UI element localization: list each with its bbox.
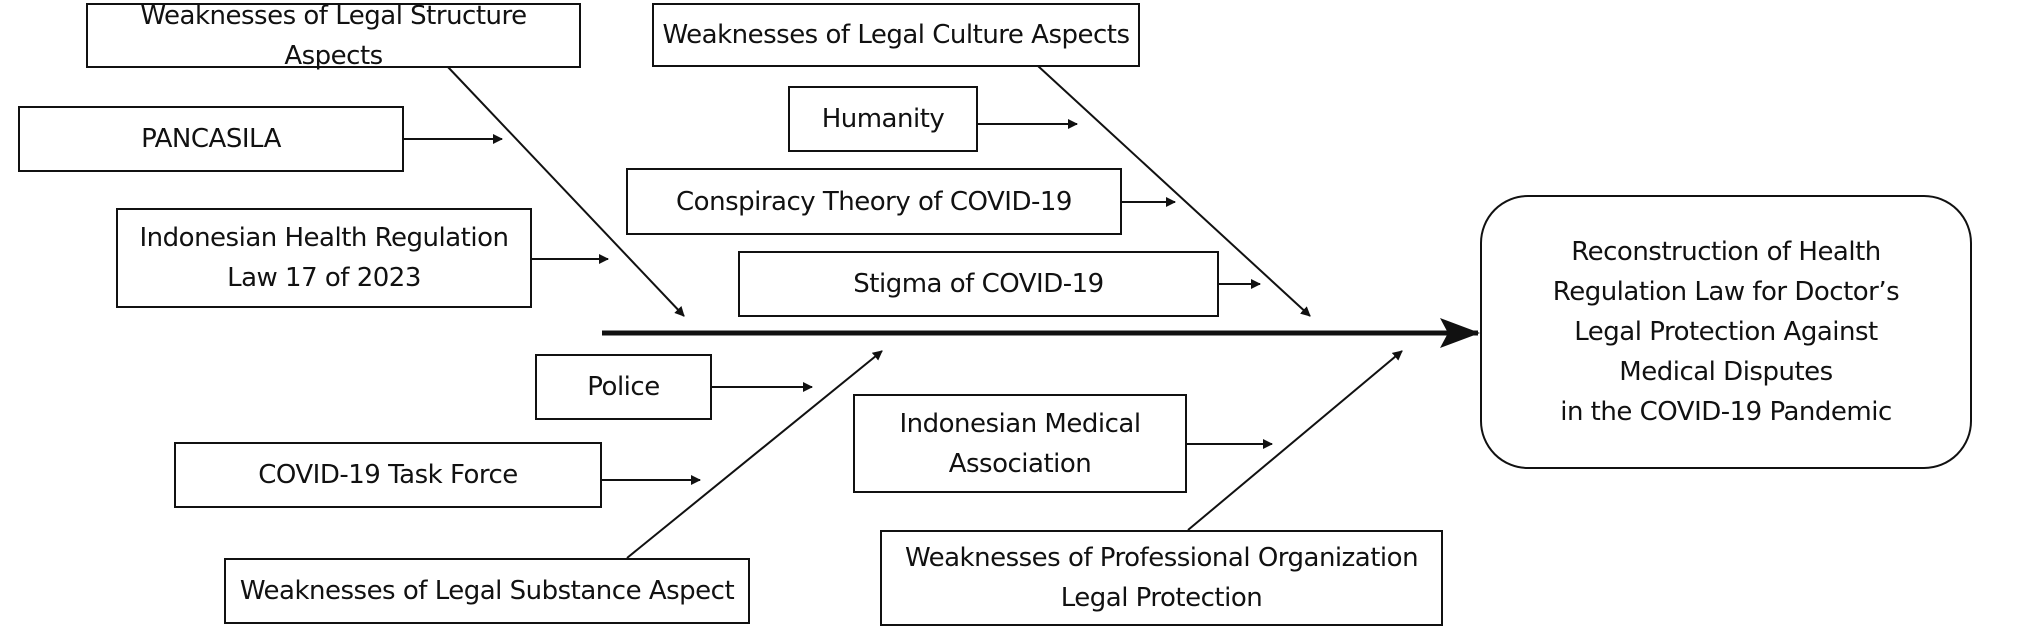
cause-ima-label: Indonesian Medical Association — [899, 408, 1141, 479]
cause-stigma: Stigma of COVID-19 — [738, 251, 1219, 317]
effect-box: Reconstruction of Health Regulation Law … — [1480, 195, 1972, 469]
category-legal-structure: Weaknesses of Legal Structure Aspects — [86, 1, 581, 71]
cause-conspiracy: Conspiracy Theory of COVID-19 — [626, 168, 1122, 235]
category-legal-substance: Weaknesses of Legal Substance Aspect — [224, 558, 750, 624]
cause-health-law-label: Indonesian Health Regulation Law 17 of 2… — [139, 223, 509, 293]
cause-police: Police — [535, 354, 712, 420]
cause-pancasila: PANCASILA — [18, 106, 404, 172]
category-legal-culture: Weaknesses of Legal Culture Aspects — [652, 3, 1140, 67]
effect-label: Reconstruction of Health Regulation Law … — [1552, 237, 1900, 427]
category-legal-substance-label: Weaknesses of Legal Substance Aspect — [239, 576, 735, 606]
category-professional-org: Weaknesses of Professional Organization … — [880, 530, 1443, 626]
cause-humanity: Humanity — [788, 86, 978, 152]
cause-police-label: Police — [587, 372, 660, 402]
bone-legal-structure — [446, 65, 685, 317]
cause-stigma-label: Stigma of COVID-19 — [853, 269, 1104, 299]
category-legal-structure-label: Weaknesses of Legal Structure Aspects — [140, 0, 527, 71]
cause-humanity-label: Humanity — [821, 104, 945, 134]
cause-task-force: COVID-19 Task Force — [174, 442, 602, 508]
cause-conspiracy-label: Conspiracy Theory of COVID-19 — [676, 186, 1072, 217]
cause-pancasila-label: PANCASILA — [141, 124, 281, 154]
bone-professional-org — [1187, 350, 1403, 531]
cause-ima: Indonesian Medical Association — [853, 394, 1187, 493]
cause-task-force-label: COVID-19 Task Force — [258, 460, 518, 490]
cause-health-law: Indonesian Health Regulation Law 17 of 2… — [116, 208, 532, 308]
category-legal-culture-label: Weaknesses of Legal Culture Aspects — [662, 20, 1130, 50]
category-professional-org-label: Weaknesses of Professional Organization … — [904, 543, 1419, 613]
bone-legal-culture — [1037, 65, 1311, 317]
bone-legal-substance — [626, 350, 883, 559]
